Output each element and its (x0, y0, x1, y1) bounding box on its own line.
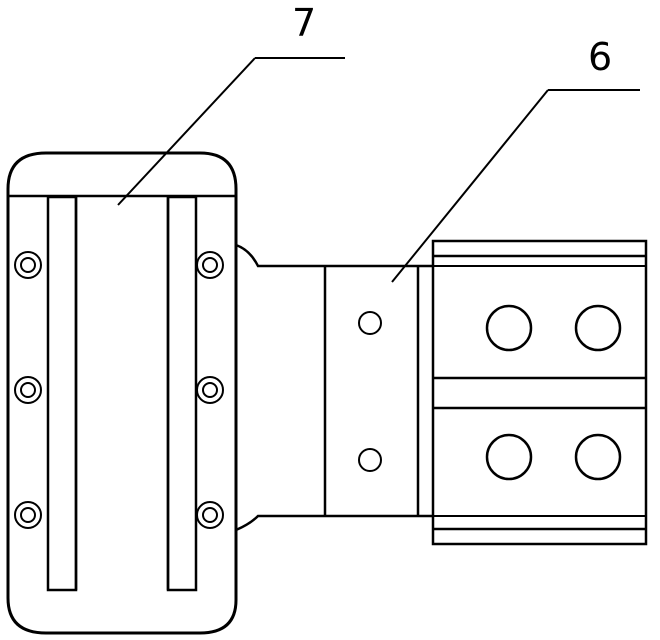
screw-right-top (196, 251, 224, 279)
connector-neck (235, 243, 325, 532)
plate-hole-bottom (358, 448, 382, 472)
large-hole-bottom-right (574, 433, 622, 481)
right-block (431, 239, 648, 546)
label-6: 6 (588, 35, 612, 79)
large-hole-top-left (485, 304, 533, 352)
large-hole-bottom-left (485, 433, 533, 481)
screw-left-bottom (14, 501, 42, 529)
part-7-outline (6, 151, 238, 635)
right-block-outline (431, 239, 648, 546)
screw-right-middle (196, 376, 224, 404)
leader-line-7-diagonal (117, 57, 256, 206)
right-rail (166, 195, 198, 592)
label-6-group: 6 (391, 35, 640, 283)
screw-right-bottom (196, 501, 224, 529)
part-6-plate (323, 264, 433, 518)
left-rail (46, 195, 78, 592)
part-7-block (6, 151, 238, 635)
label-7-group: 7 (117, 1, 345, 206)
screw-left-middle (14, 376, 42, 404)
plate-hole-top (358, 311, 382, 335)
leader-line-6-diagonal (391, 89, 549, 283)
large-hole-top-right (574, 304, 622, 352)
screw-left-top (14, 251, 42, 279)
neck-bottom-curve (235, 514, 325, 532)
label-7: 7 (292, 1, 316, 45)
neck-top-curve (235, 243, 325, 268)
